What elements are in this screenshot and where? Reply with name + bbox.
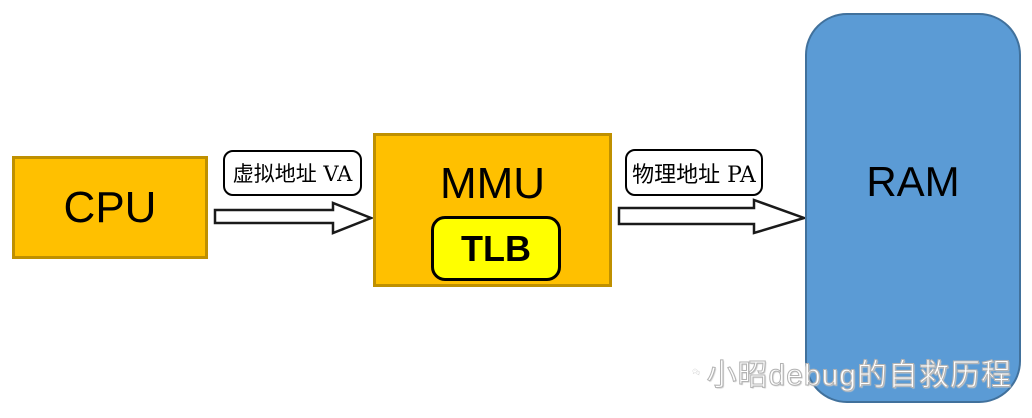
mmu-node-label: MMU xyxy=(439,159,546,208)
tlb-node-label: TLB xyxy=(461,227,531,269)
physical-address-label: 物理地址 PA xyxy=(625,149,763,196)
cpu-to-mmu-arrow xyxy=(213,201,375,235)
cpu-node-label: CPU xyxy=(63,182,157,232)
mmu-to-ram-arrow xyxy=(617,198,806,235)
watermark-text: 小昭debug的自救历程 xyxy=(706,359,1012,393)
wechat-icon xyxy=(692,368,700,376)
mmu-node: MMU TLB xyxy=(373,133,612,287)
tlb-node: TLB xyxy=(431,216,561,281)
ram-node-label: RAM xyxy=(866,158,960,205)
cpu-node: CPU xyxy=(12,156,208,259)
ram-node: RAM xyxy=(805,13,1021,403)
virtual-address-label-text: 虚拟地址 VA xyxy=(232,162,353,186)
virtual-address-label: 虚拟地址 VA xyxy=(223,150,362,196)
physical-address-label-text: 物理地址 PA xyxy=(632,162,756,188)
watermark: 小昭debug的自救历程 xyxy=(692,348,1012,396)
